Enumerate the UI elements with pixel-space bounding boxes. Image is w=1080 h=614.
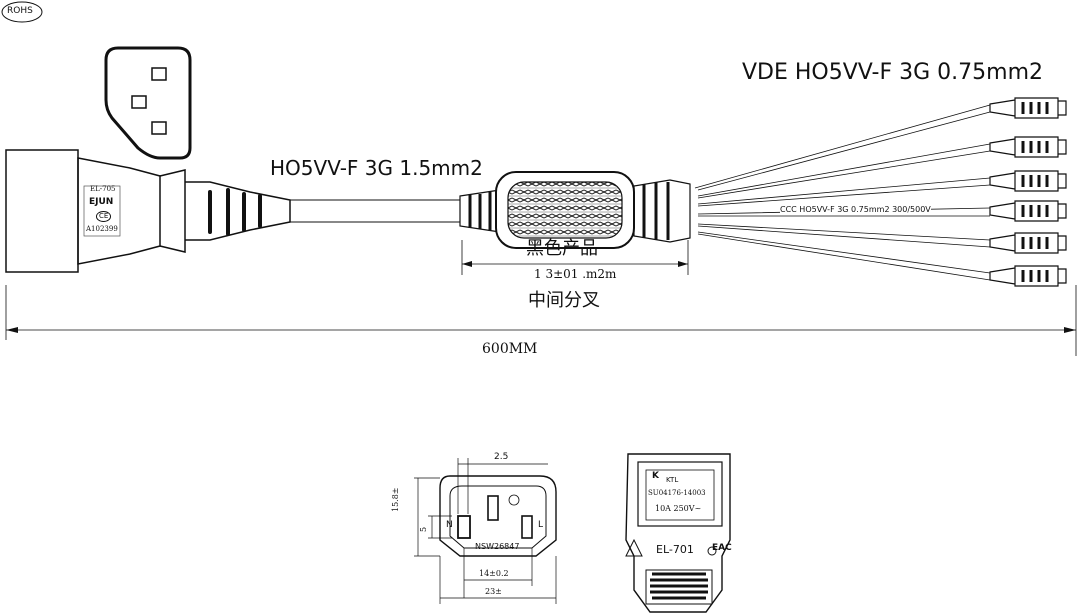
socket-face-icon — [104, 46, 192, 160]
total-length-dim-line — [5, 285, 1077, 356]
splitter-dim-line — [461, 240, 689, 275]
socket-part-no: NSW26847 — [475, 542, 520, 551]
splitter-icon — [459, 171, 691, 249]
socket-dim-top: 2.5 — [494, 452, 509, 462]
plug-model-label: EL-705 — [90, 185, 116, 193]
fanout-cables — [694, 104, 991, 281]
total-length-label: 600MM — [482, 341, 538, 357]
body-mark: EAC — [712, 543, 732, 553]
splitter-caption: 中间分叉 — [528, 290, 600, 311]
rohs-badge — [1, 1, 43, 23]
splitter-name-label: 黑色产品 — [526, 238, 598, 259]
body-rating: 10A 250V~ — [655, 504, 702, 513]
main-cable — [290, 199, 460, 223]
cable-print-label: CCC HO5VV-F 3G 0.75mm2 300/500V — [780, 205, 931, 214]
splitter-dim-label: 1 3±01 .m2m — [534, 267, 617, 281]
socket-pin-n: N — [446, 520, 453, 530]
plug-body-drawing — [625, 453, 731, 613]
spec-vde-label: VDE HO5VV-F 3G 0.75mm2 — [742, 60, 1044, 85]
plug-serial-label: A102399 — [86, 225, 118, 233]
body-cert-no: SU04176-14003 — [648, 489, 706, 497]
body-cert-label: KTL — [666, 476, 679, 484]
socket-dim-inner: 14±0.2 — [479, 569, 509, 578]
socket-dim-pin: 5 — [419, 526, 428, 532]
fanout-connector-icons — [989, 97, 1067, 287]
socket-dim-outer: 23± — [485, 587, 502, 596]
socket-pin-l: L — [538, 520, 544, 530]
main-plug-icon — [5, 149, 291, 273]
socket-drawing — [414, 458, 557, 604]
plug-brand-label: EJUN — [89, 197, 114, 207]
spec-main-label: HO5VV-F 3G 1.5mm2 — [270, 156, 483, 180]
body-cert-icon: K — [652, 471, 659, 481]
rohs-label: ROHS — [7, 6, 33, 16]
body-model: EL-701 — [656, 543, 694, 556]
socket-dim-height: 15.8± — [391, 487, 400, 512]
plug-cert-badge: CE — [96, 211, 112, 222]
